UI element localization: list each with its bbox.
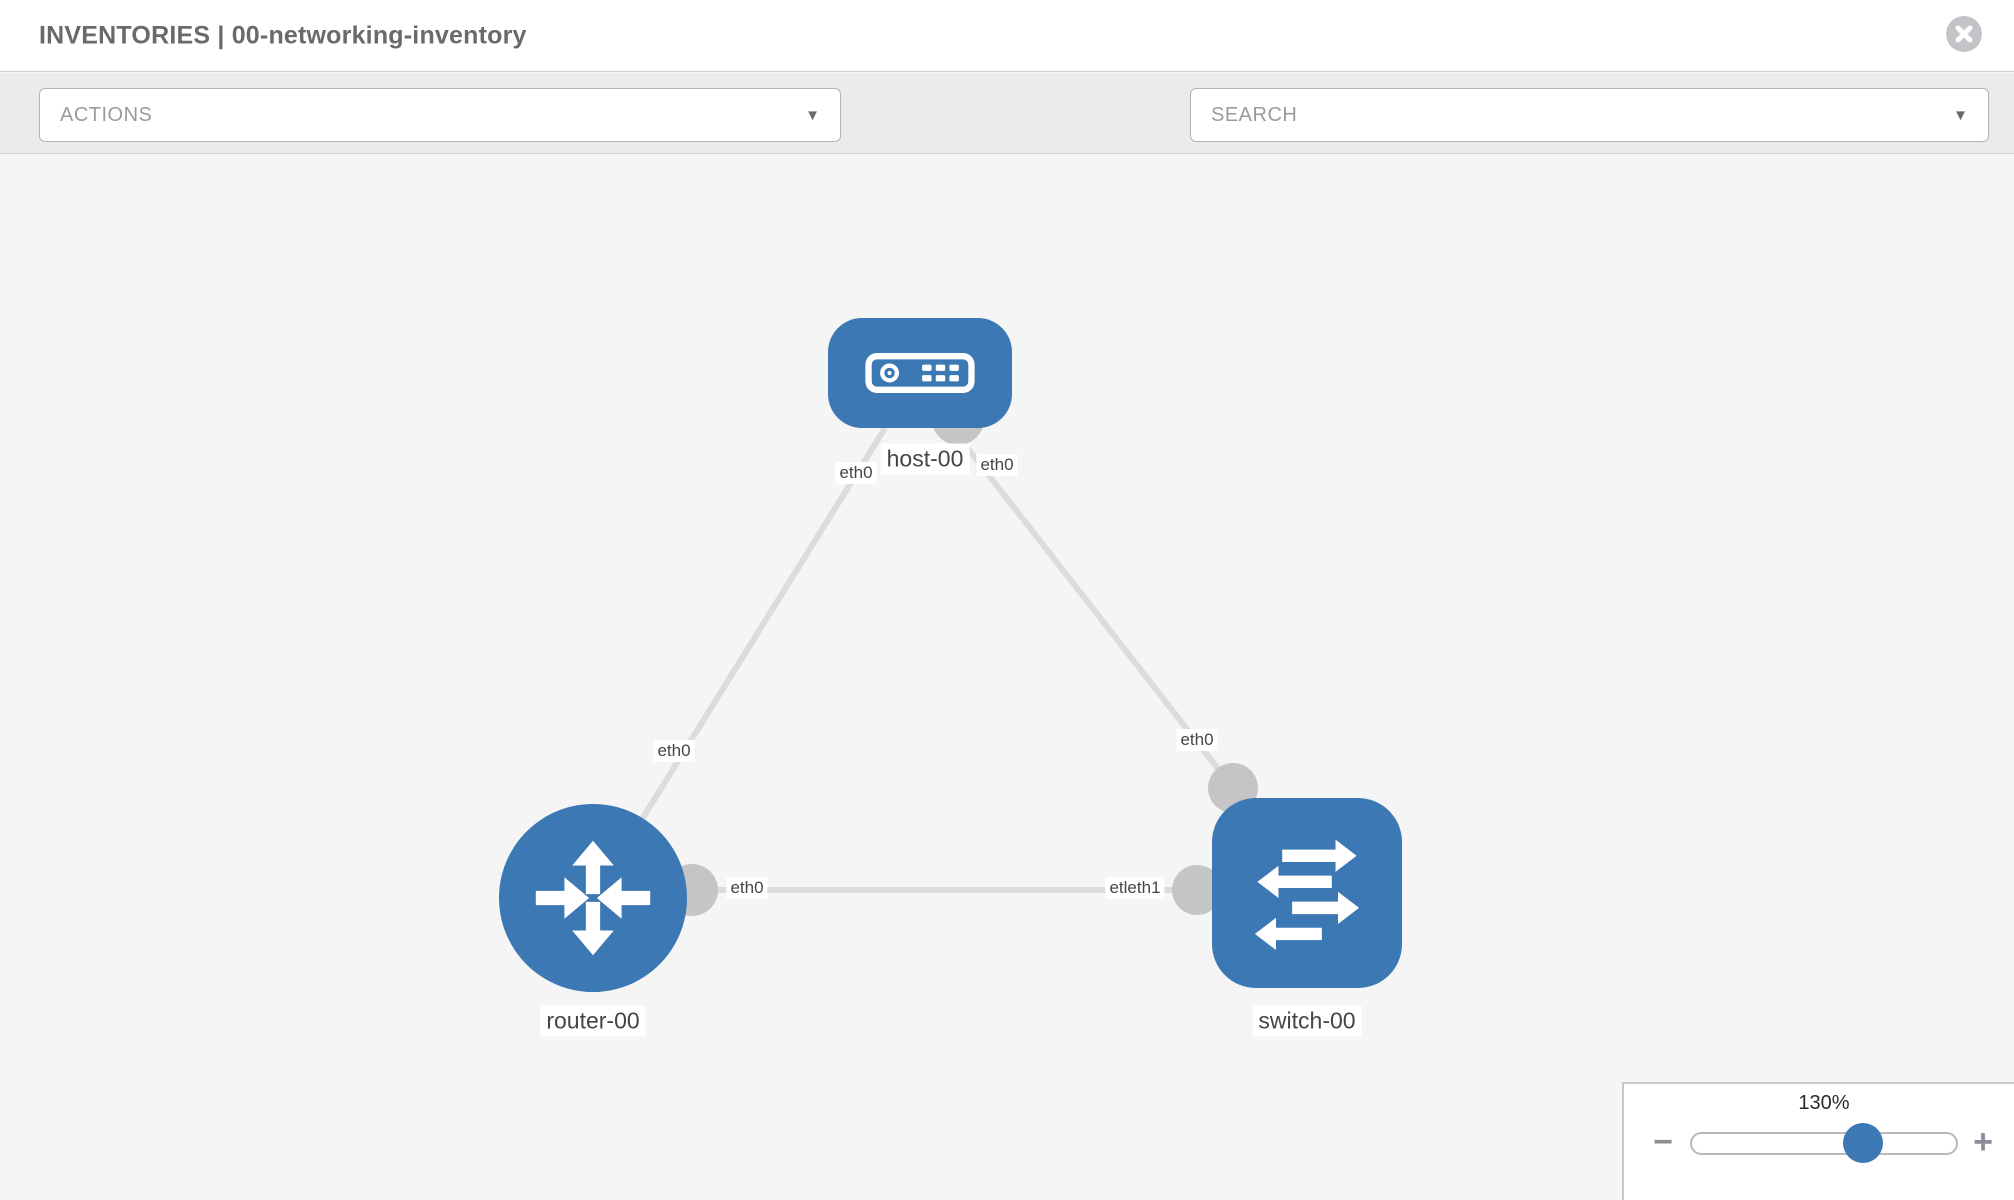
node-switch-00[interactable] <box>1212 798 1402 988</box>
node-label-host: host-00 <box>880 443 970 475</box>
topology-canvas[interactable]: host-00 router-00 switch-00 eth0 eth0 et… <box>0 155 2014 1200</box>
interface-label-host-router-host-end: eth0 <box>835 462 877 484</box>
router-icon <box>535 840 651 956</box>
zoom-slider-thumb[interactable] <box>1843 1123 1883 1163</box>
zoom-panel: 130% − + <box>1622 1082 2014 1200</box>
search-dropdown[interactable]: SEARCH ▼ <box>1190 88 1989 142</box>
switch-icon <box>1254 839 1360 951</box>
node-label-router: router-00 <box>540 1005 646 1037</box>
close-icon <box>1955 25 1973 43</box>
zoom-slider-track[interactable] <box>1690 1132 1958 1155</box>
interface-label-router-switch-switch-end: etleth1 <box>1105 877 1165 899</box>
node-label-switch: switch-00 <box>1252 1005 1362 1037</box>
header-bar: INVENTORIES | 00-networking-inventory <box>0 0 2014 72</box>
zoom-in-button[interactable]: + <box>1966 1122 2000 1162</box>
interface-connector-switch-left <box>1172 865 1222 915</box>
chevron-down-icon: ▼ <box>1953 106 1968 124</box>
host-icon <box>865 353 975 393</box>
chevron-down-icon: ▼ <box>805 106 820 124</box>
zoom-out-button[interactable]: − <box>1646 1122 1680 1162</box>
interface-label-host-switch-host-end: eth0 <box>976 454 1018 476</box>
node-host-00[interactable] <box>828 318 1012 428</box>
topology-links-layer <box>590 393 1258 916</box>
interface-label-host-router-router-end: eth0 <box>653 740 695 762</box>
interface-label-router-switch-router-end: eth0 <box>726 877 768 899</box>
zoom-value: 130% <box>1798 1092 1850 1114</box>
node-router-00[interactable] <box>499 804 687 992</box>
search-dropdown-label: SEARCH <box>1211 103 1298 126</box>
page-title: INVENTORIES | 00-networking-inventory <box>39 21 527 49</box>
interface-label-host-switch-switch-end: eth0 <box>1176 729 1218 751</box>
toolbar: ACTIONS ▼ SEARCH ▼ <box>0 73 2014 206</box>
actions-dropdown[interactable]: ACTIONS ▼ <box>39 88 841 142</box>
close-button[interactable] <box>1946 16 1982 52</box>
actions-dropdown-label: ACTIONS <box>60 103 153 126</box>
link-host-switch <box>952 430 1236 790</box>
